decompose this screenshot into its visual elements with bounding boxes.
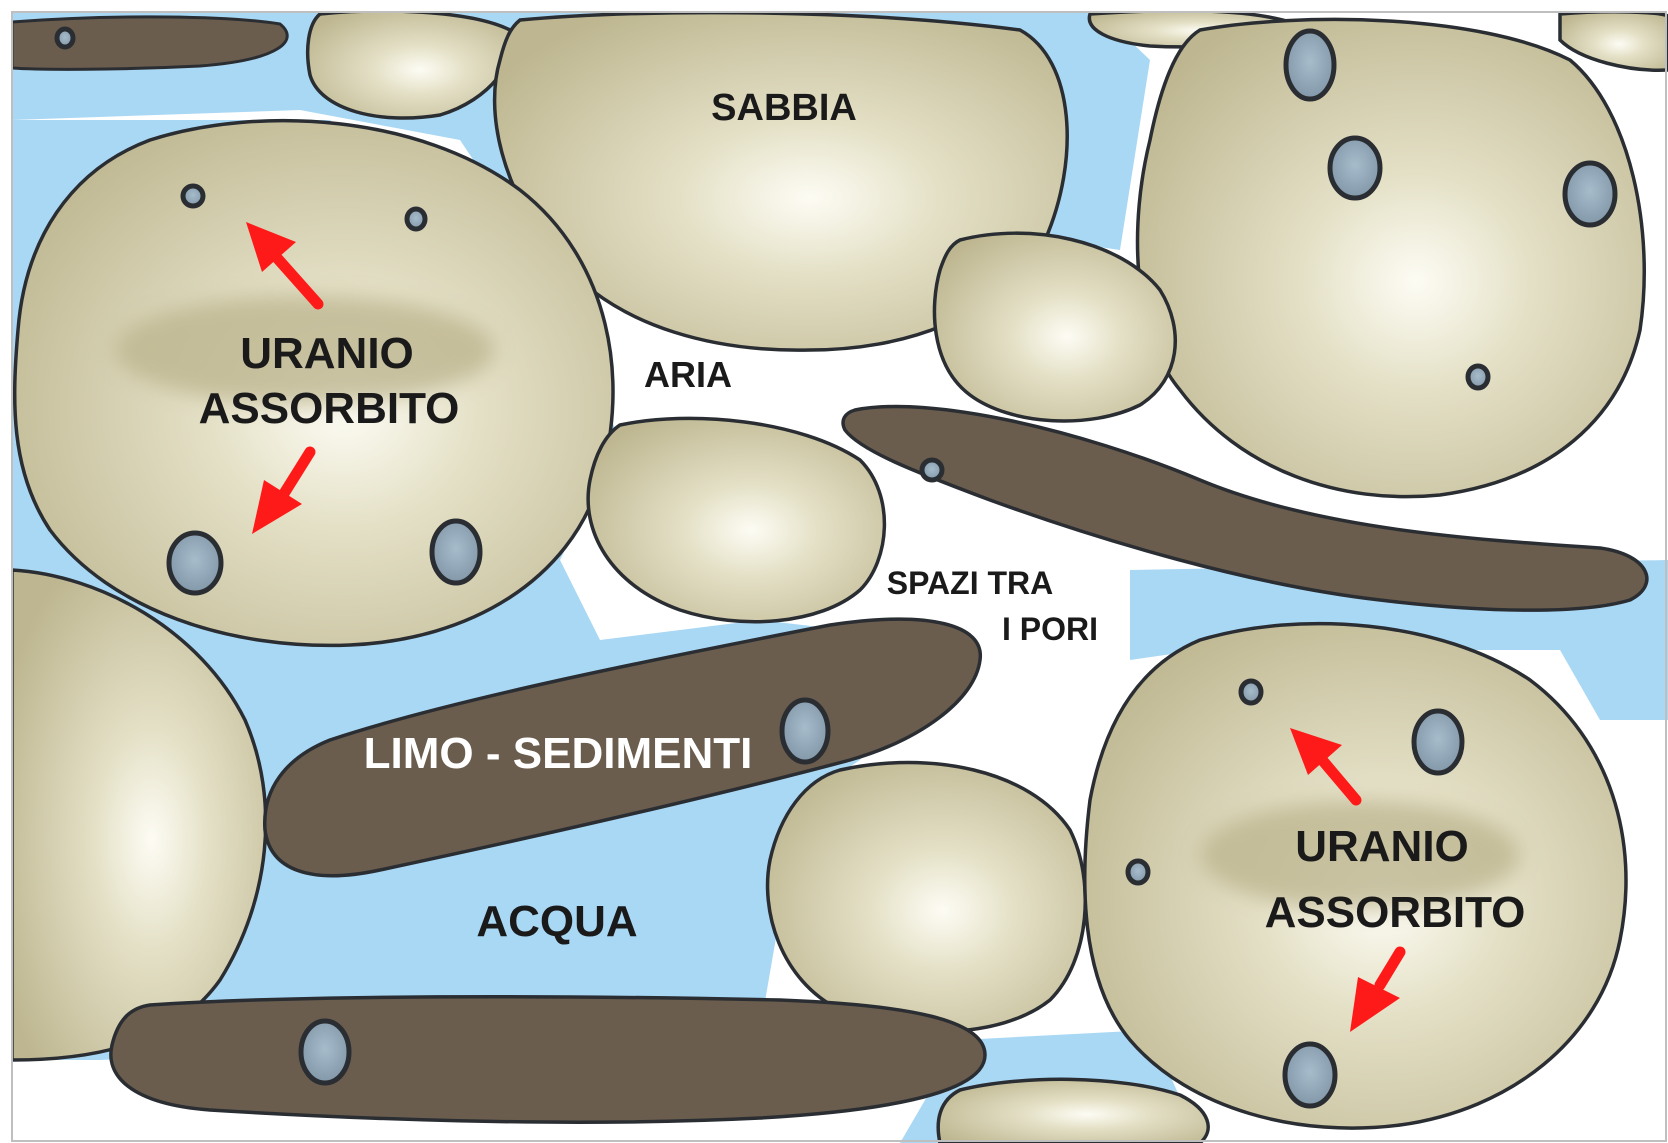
- pore-spot: [1128, 861, 1148, 883]
- label-silt: LIMO - SEDIMENTI: [364, 729, 753, 778]
- label-pores-line2: I PORI: [1002, 611, 1098, 647]
- label-uranium-left-line2: ASSORBITO: [199, 384, 460, 433]
- label-air: ARIA: [644, 354, 732, 395]
- label-uranium-left-line1: URANIO: [240, 329, 414, 378]
- pore-spot: [57, 29, 73, 47]
- pore-spot: [407, 209, 425, 229]
- pore-spot: [1414, 711, 1462, 773]
- pore-spot: [1468, 366, 1488, 388]
- silt-grain-top-left: [12, 17, 287, 69]
- sand-grain: [768, 763, 1086, 1032]
- pore-spot: [183, 186, 203, 206]
- pore-spot: [1330, 138, 1380, 198]
- pore-spot: [782, 700, 828, 762]
- pore-spot: [432, 521, 480, 583]
- label-pores-line1: SPAZI TRA: [887, 565, 1054, 601]
- pore-spot: [922, 460, 942, 480]
- pore-spot: [1286, 31, 1334, 99]
- pore-spot: [1285, 1044, 1335, 1106]
- pore-spot: [301, 1021, 349, 1083]
- label-sand: SABBIA: [711, 87, 857, 129]
- label-uranium-right-line1: URANIO: [1295, 822, 1469, 871]
- silt-grain: [111, 997, 985, 1122]
- label-uranium-right-line2: ASSORBITO: [1265, 888, 1526, 937]
- label-water: ACQUA: [476, 897, 637, 946]
- pore-spot: [1565, 163, 1615, 225]
- sand-grain: [1138, 19, 1645, 496]
- pore-spot: [169, 533, 221, 593]
- pore-spot: [1241, 681, 1261, 703]
